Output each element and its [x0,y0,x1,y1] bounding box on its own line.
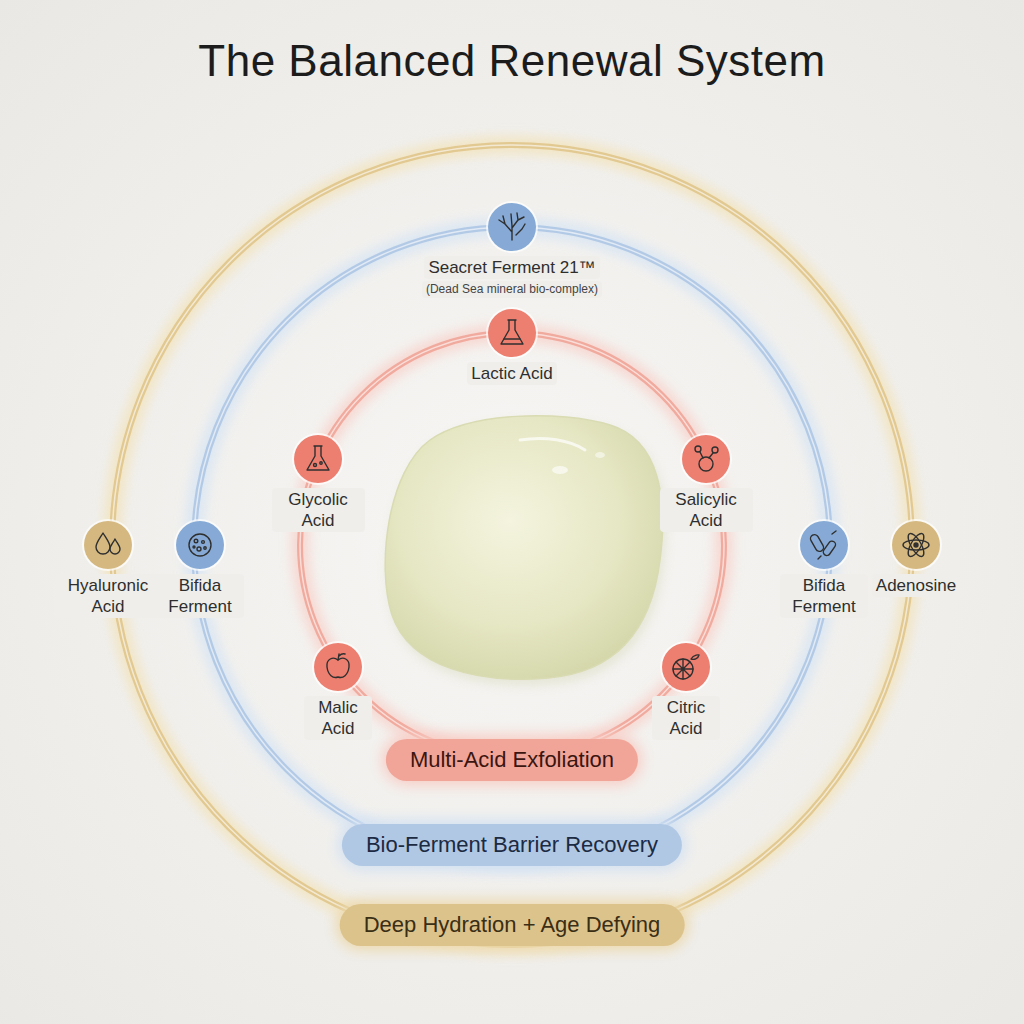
ingredient-icon [661,642,711,692]
ingredient-node: Malic Acid [288,642,388,740]
title: The Balanced Renewal System [0,36,1024,86]
ingredient-node: Hyaluronic Acid [48,520,168,618]
ring-region: Bio-Ferment Barrier Recovery Seacret Ferm… [194,227,830,863]
band-label: Bio-Ferment Barrier Recovery [342,824,682,866]
ingredient-label: Hyaluronic Acid [54,574,162,618]
band-label: Multi-Acid Exfoliation [386,739,638,781]
ingredient-label: Citric Acid [652,696,720,740]
ingredient-icon [487,308,537,358]
ingredient-node: Glycolic Acid [263,434,373,532]
ingredient-icon [175,520,225,570]
band-label: Deep Hydration + Age Defying [340,904,685,946]
ingredient-note: (Dead Sea mineral bio-complex) [422,281,602,298]
ingredient-node: Adenosine [856,520,976,597]
label-row: Lactic Acid [432,358,592,385]
ingredient-icon [799,520,849,570]
ingredient-label: Bifida Ferment [780,574,868,618]
label-row: Seacret Ferment 21™ [352,252,672,279]
ingredient-icon [313,642,363,692]
label-row: Salicylic Acid [651,484,761,532]
ingredient-label: Malic Acid [304,696,372,740]
label-row: Citric Acid [636,692,736,740]
ingredient-label: Seacret Ferment 21™ [424,256,599,279]
ingredient-icon [487,202,537,252]
ingredient-node: Seacret Ferment 21™ (Dead Sea mineral bio… [352,202,672,298]
label-row: Glycolic Acid [263,484,373,532]
ingredient-label: Lactic Acid [467,362,556,385]
ingredient-icon [293,434,343,484]
ingredient-node: Bifida Ferment [769,520,879,618]
label-row: Hyaluronic Acid [48,570,168,618]
ingredient-icon [83,520,133,570]
ingredient-node: Bifida Ferment [145,520,255,618]
ingredient-label: Glycolic Acid [272,488,365,532]
label-row: Bifida Ferment [769,570,879,618]
label-row: Malic Acid [288,692,388,740]
label-row: Adenosine [856,570,976,597]
ring-region: Multi-Acid ExfoliationLactic AcidGlycoli… [300,333,724,757]
ingredient-label: Bifida Ferment [156,574,244,618]
ingredient-node: Citric Acid [636,642,736,740]
label-row: Bifida Ferment [145,570,255,618]
ingredient-label: Salicylic Acid [660,488,753,532]
ring-region: Deep Hydration + Age DefyingHyaluronic A… [112,145,912,945]
ingredient-node: Salicylic Acid [651,434,761,532]
ingredient-icon [681,434,731,484]
ring-outline [300,333,724,757]
ingredient-node: Lactic Acid [432,308,592,385]
label-row: (Dead Sea mineral bio-complex) [352,279,672,298]
ingredient-label: Adenosine [872,574,960,597]
ingredient-icon [891,520,941,570]
